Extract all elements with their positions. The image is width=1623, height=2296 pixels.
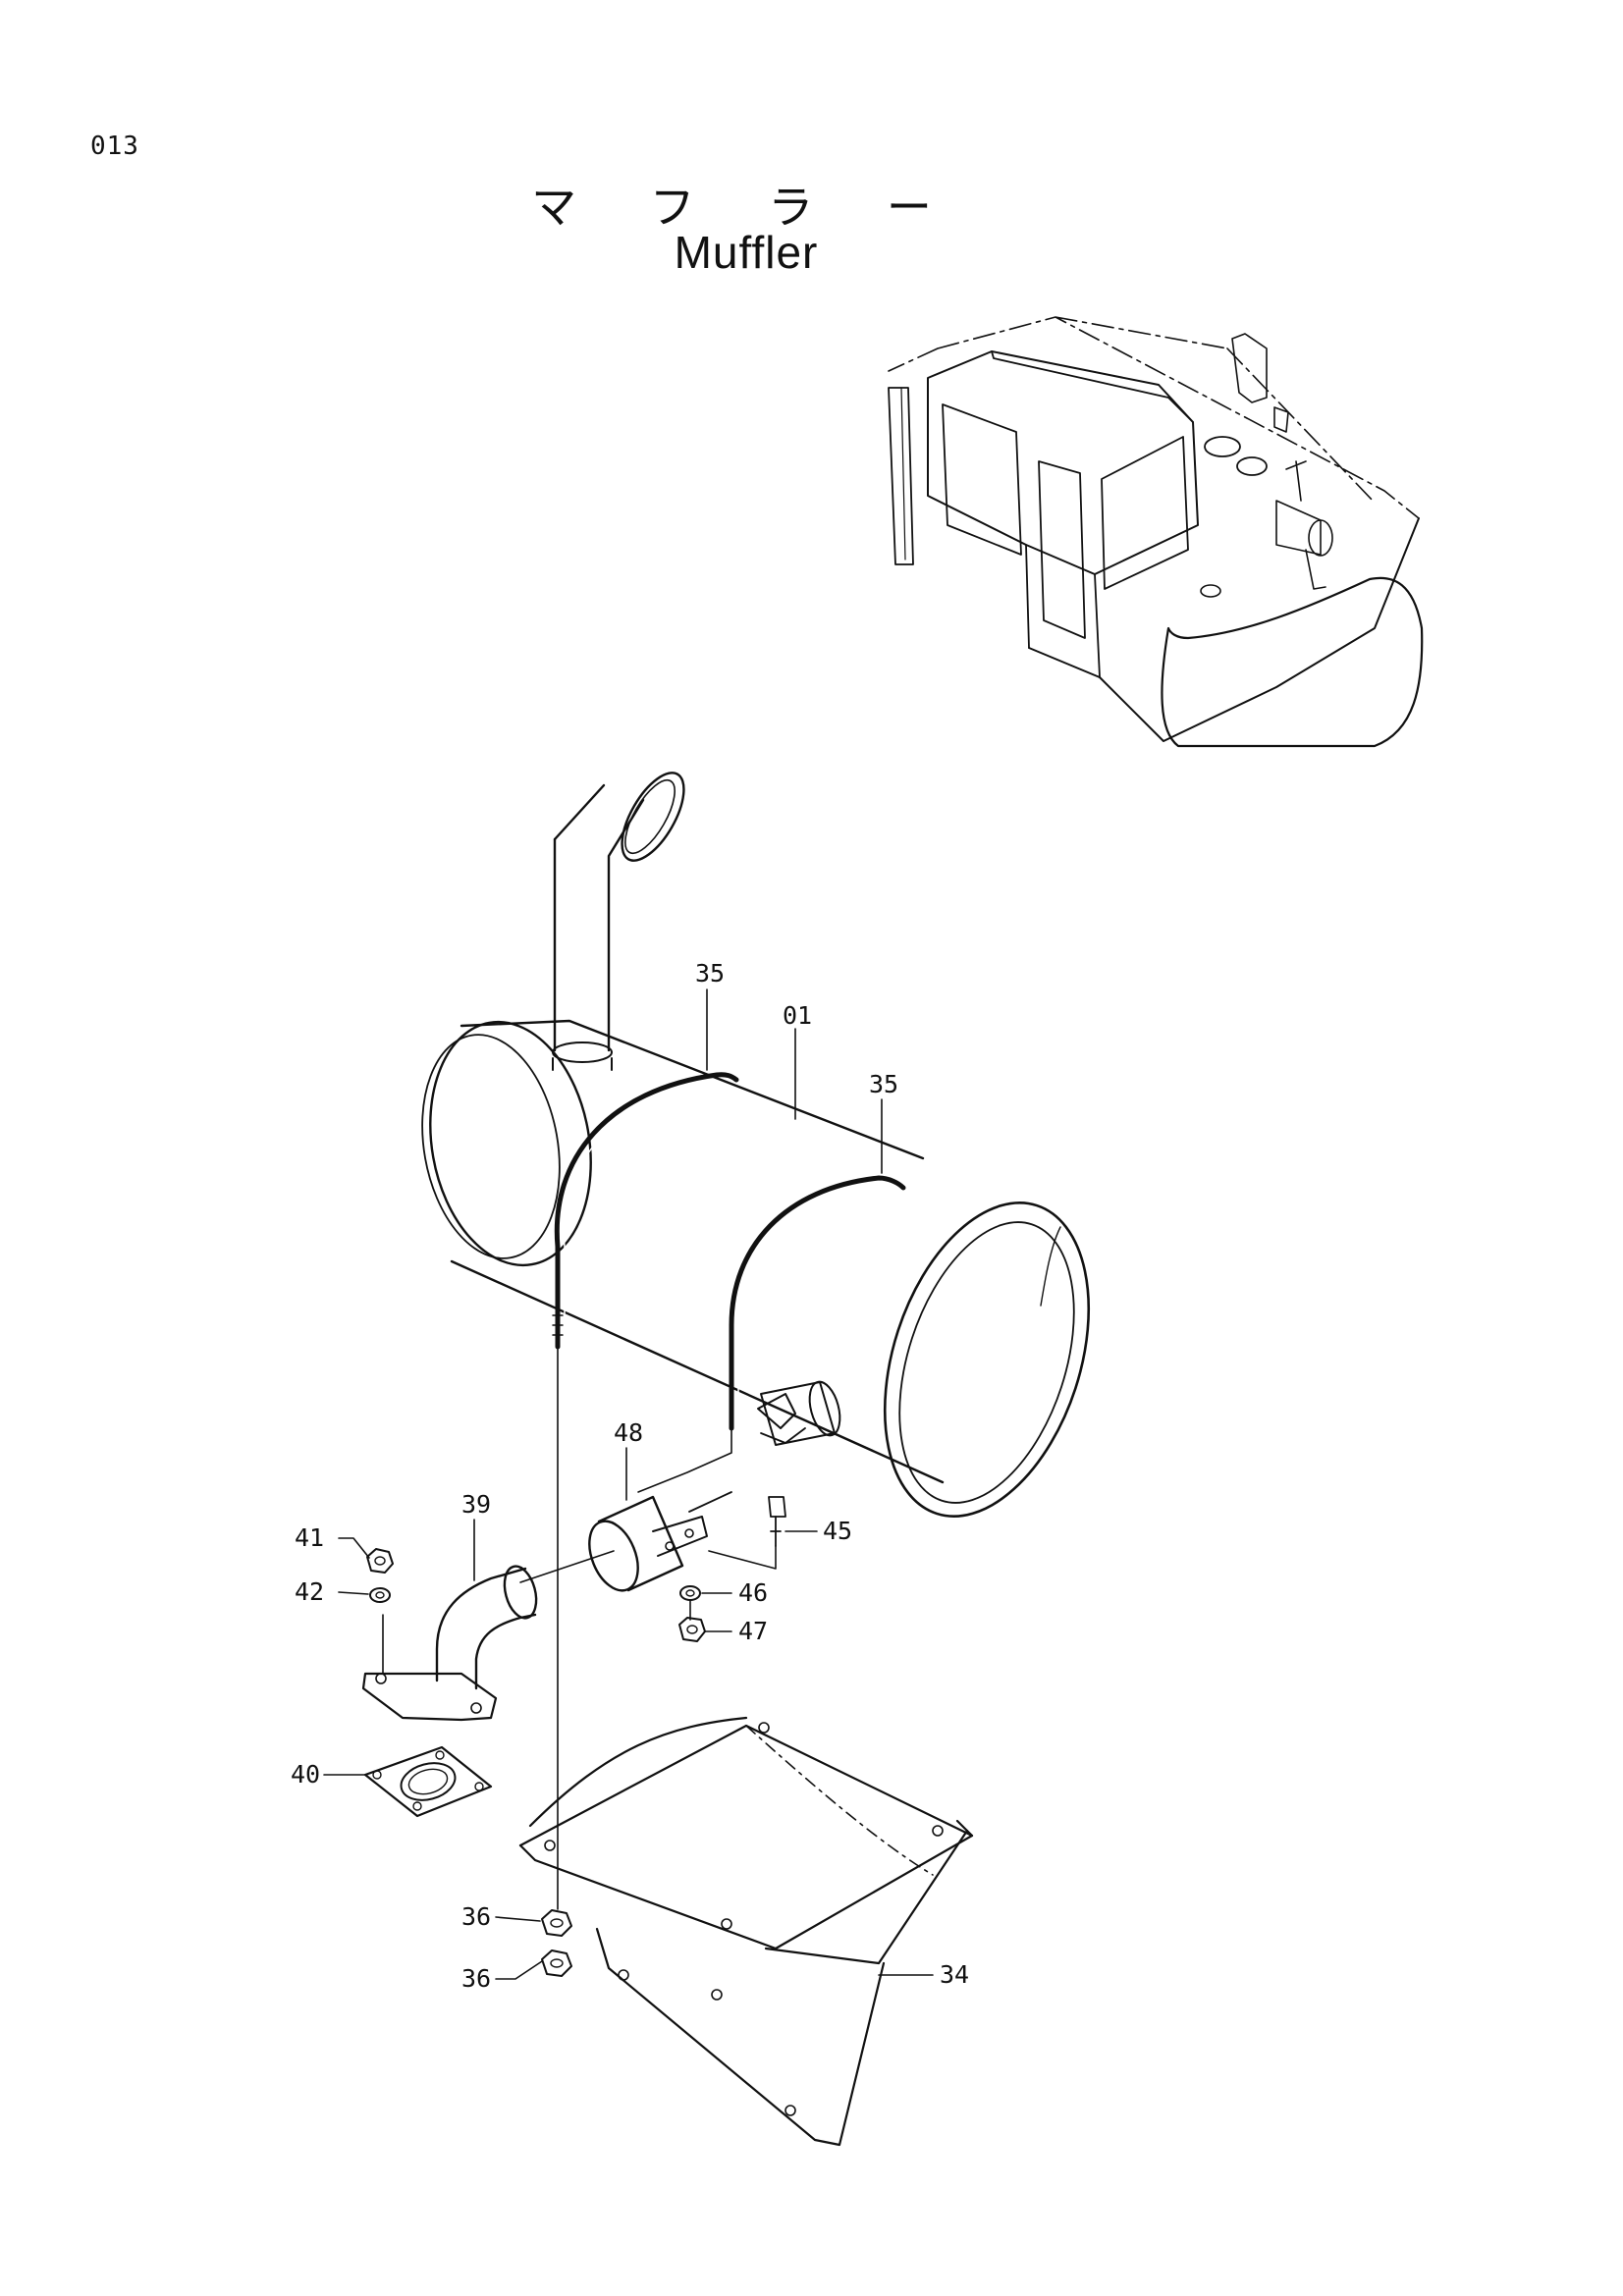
- callout-47: 47: [738, 1617, 768, 1645]
- page-number: 013: [90, 132, 139, 161]
- pipe-48: [588, 1491, 732, 1592]
- callout-01: 01: [783, 1001, 812, 1030]
- callout-48: 48: [614, 1418, 643, 1447]
- muffler-body: [421, 772, 1091, 1518]
- callout-39: 39: [461, 1490, 491, 1519]
- callout-46: 46: [738, 1578, 768, 1607]
- title-japanese: マ フ ラ ー: [531, 181, 961, 234]
- nut-47: [678, 1617, 706, 1642]
- callout-34: 34: [940, 1960, 969, 1989]
- callout-labels: 35 01 35 48 39 41 42 45 46 47 40 36 36 3…: [291, 959, 969, 1993]
- washer-46: [679, 1585, 701, 1601]
- callout-45: 45: [823, 1517, 852, 1545]
- callout-36-lower: 36: [461, 1964, 491, 1993]
- muffler-band-right: [729, 1175, 906, 1431]
- nut-36-lower: [541, 1949, 572, 1977]
- assembly-lines: [382, 1346, 777, 1910]
- callout-42: 42: [295, 1577, 324, 1606]
- leader-lines: [323, 988, 934, 1980]
- callout-35-right: 35: [869, 1070, 898, 1098]
- bracket-34: [518, 1716, 974, 2147]
- callout-41: 41: [295, 1523, 324, 1552]
- excavator-location-illustration: [888, 316, 1424, 748]
- muffler-band-left: [552, 1072, 739, 1350]
- gasket-40: [363, 1745, 493, 1818]
- callout-36-upper: 36: [461, 1902, 491, 1931]
- inlet-clamp: [757, 1393, 806, 1444]
- callout-40: 40: [291, 1760, 320, 1789]
- nut-36-upper: [541, 1909, 572, 1937]
- callout-35-upper: 35: [695, 959, 725, 988]
- bolt-45: [768, 1496, 786, 1547]
- washer-42: [369, 1587, 391, 1603]
- elbow-pipe-39: [361, 1565, 538, 1722]
- nut-41: [366, 1548, 394, 1574]
- title-english: Muffler: [674, 227, 819, 278]
